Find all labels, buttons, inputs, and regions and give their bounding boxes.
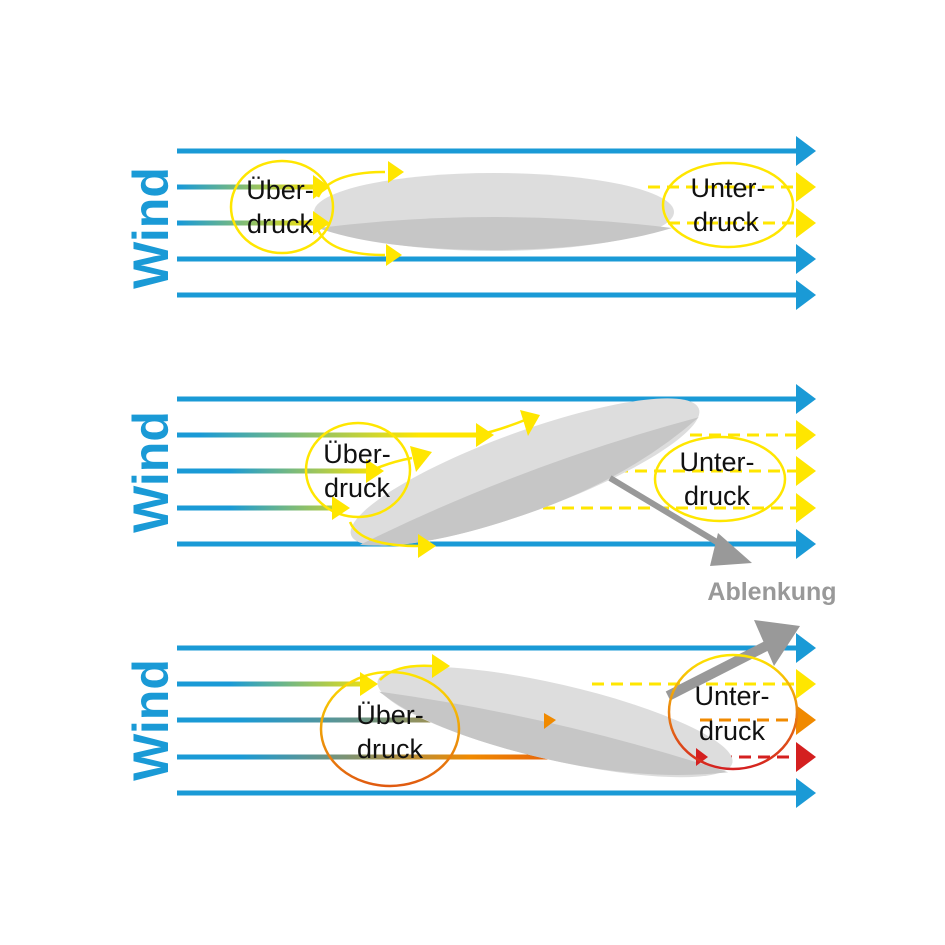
arrowhead-icon <box>520 410 540 436</box>
wing-shape <box>314 173 674 251</box>
deflection-label: Ablenkung <box>707 578 836 606</box>
overpressure-label-line1: Über- <box>356 700 424 730</box>
underpressure-label-line1: Unter- <box>679 447 754 477</box>
arrowhead-icon <box>544 713 556 729</box>
wing-shape <box>350 398 700 546</box>
wake-flow <box>648 185 798 225</box>
arrowhead-icon <box>366 459 384 483</box>
underpressure-zone: Unter- druck <box>653 435 787 523</box>
underpressure-label-line1: Unter- <box>690 173 765 203</box>
deflection-arrow <box>608 475 752 566</box>
arrowhead-icon <box>476 423 494 447</box>
panel-inclined-wing: Wind <box>123 384 837 606</box>
arrowhead-icon <box>410 446 432 472</box>
underpressure-label-line2: druck <box>693 207 760 237</box>
arrowhead-icon <box>796 420 816 450</box>
overpressure-zone: Über- druck <box>304 421 412 519</box>
arrowhead-icon <box>796 633 816 663</box>
deflected-airflow <box>379 664 433 681</box>
wind-arrowheads <box>796 136 816 310</box>
wind-streamlines <box>177 148 798 298</box>
arrowhead-icon <box>796 529 816 559</box>
arrowhead-icon <box>432 654 450 678</box>
overpressure-zone: Über- druck <box>229 159 335 255</box>
overpressure-label-line2: druck <box>357 734 424 764</box>
arrowhead-icon <box>796 384 816 414</box>
wind-label: Wind <box>123 659 179 781</box>
arrowhead-icon <box>796 280 816 310</box>
overpressure-label-line1: Über- <box>246 175 314 205</box>
wake-arrowheads <box>796 172 816 238</box>
wind-arrowheads <box>796 384 816 559</box>
arrowhead-icon <box>388 161 404 183</box>
arrowhead-icon <box>796 244 816 274</box>
arrow-up-right-icon <box>754 620 800 666</box>
arrowhead-icon <box>386 244 402 266</box>
underpressure-zone: Unter- druck <box>667 653 799 771</box>
arrowhead-icon <box>796 493 816 523</box>
lift-arrow <box>665 620 800 701</box>
arrowhead-icon <box>796 669 816 699</box>
panel-declined-wing: Wind <box>123 620 816 808</box>
overpressure-label-line1: Über- <box>323 439 391 469</box>
arrowhead-icon <box>796 208 816 238</box>
arrowhead-icon <box>796 172 816 202</box>
arrowhead-icon <box>796 742 816 772</box>
underpressure-label-line1: Unter- <box>694 681 769 711</box>
airflow-arrowheads <box>313 161 404 266</box>
arrowhead-icon <box>313 175 330 199</box>
wake-arrowheads <box>796 420 816 523</box>
wind-arrowheads <box>796 633 816 808</box>
wing-shape <box>377 666 733 778</box>
underpressure-label-line2: druck <box>699 716 766 746</box>
panel-flat-wing: Wind <box>123 136 816 310</box>
wind-streamlines <box>177 396 798 547</box>
arrowhead-icon <box>360 672 378 696</box>
wind-label: Wind <box>123 411 179 533</box>
wake-arrowheads <box>796 669 816 772</box>
overpressure-label-line2: druck <box>247 209 314 239</box>
wind-label: Wind <box>123 167 179 289</box>
overpressure-zone: Über- druck <box>319 670 461 788</box>
arrowhead-icon <box>796 456 816 486</box>
arrow-down-right-icon <box>710 533 752 566</box>
arrowhead-icon <box>418 534 436 558</box>
arrowhead-icon <box>796 705 816 735</box>
underpressure-label-line2: druck <box>684 481 751 511</box>
arrowhead-icon <box>796 136 816 166</box>
arrowhead-icon <box>313 211 330 235</box>
overpressure-label-line2: druck <box>324 473 391 503</box>
arrowhead-icon <box>796 778 816 808</box>
underpressure-zone: Unter- druck <box>661 161 795 249</box>
